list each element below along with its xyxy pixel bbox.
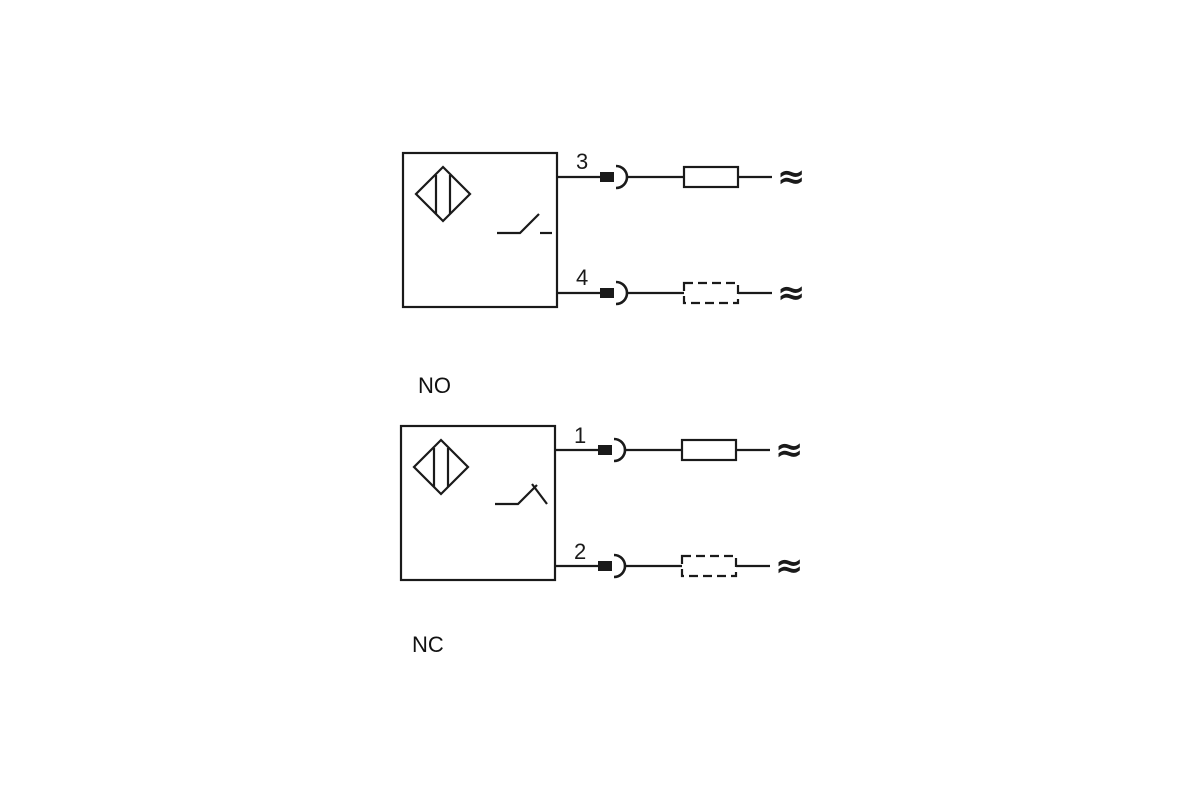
connector-socket-icon bbox=[615, 164, 629, 190]
nc-sensor-symbol-icon bbox=[412, 438, 470, 496]
ac-supply-icon: ≈ bbox=[775, 546, 804, 586]
load-resistor-icon bbox=[680, 438, 738, 462]
connector-plug-icon bbox=[598, 561, 612, 571]
optional-load-dashed-icon bbox=[682, 281, 740, 305]
no-pin-4-circuit: 4 ≈ bbox=[557, 265, 806, 313]
normally-closed-switch-icon bbox=[495, 483, 548, 506]
normally-open-switch-icon bbox=[497, 213, 552, 235]
connector-plug-icon bbox=[600, 172, 614, 182]
pin-2-label: 2 bbox=[574, 539, 586, 564]
no-label: NO bbox=[418, 373, 451, 398]
no-sensor-block: 3 ≈ 4 ≈ bbox=[401, 149, 806, 313]
no-pin-3-circuit: 3 ≈ bbox=[557, 149, 806, 197]
no-sensor-housing bbox=[401, 151, 559, 309]
ac-supply-icon: ≈ bbox=[775, 430, 804, 470]
load-resistor-icon bbox=[682, 165, 740, 189]
ac-supply-icon: ≈ bbox=[777, 157, 806, 197]
connector-socket-icon bbox=[613, 553, 627, 579]
nc-sensor-housing bbox=[399, 424, 557, 582]
nc-label: NC bbox=[412, 632, 444, 657]
nc-sensor-block: 1 ≈ 2 ≈ bbox=[399, 423, 804, 586]
connector-plug-icon bbox=[598, 445, 612, 455]
no-sensor-symbol-icon bbox=[414, 165, 472, 223]
pin-4-label: 4 bbox=[576, 265, 588, 290]
optional-load-dashed-icon bbox=[680, 554, 738, 578]
ac-supply-icon: ≈ bbox=[777, 273, 806, 313]
pin-3-label: 3 bbox=[576, 149, 588, 174]
nc-pin-2-circuit: 2 ≈ bbox=[555, 539, 804, 586]
pin-1-label: 1 bbox=[574, 423, 586, 448]
connector-plug-icon bbox=[600, 288, 614, 298]
connector-socket-icon bbox=[615, 280, 629, 306]
connector-socket-icon bbox=[613, 437, 627, 463]
nc-pin-1-circuit: 1 ≈ bbox=[555, 423, 804, 470]
